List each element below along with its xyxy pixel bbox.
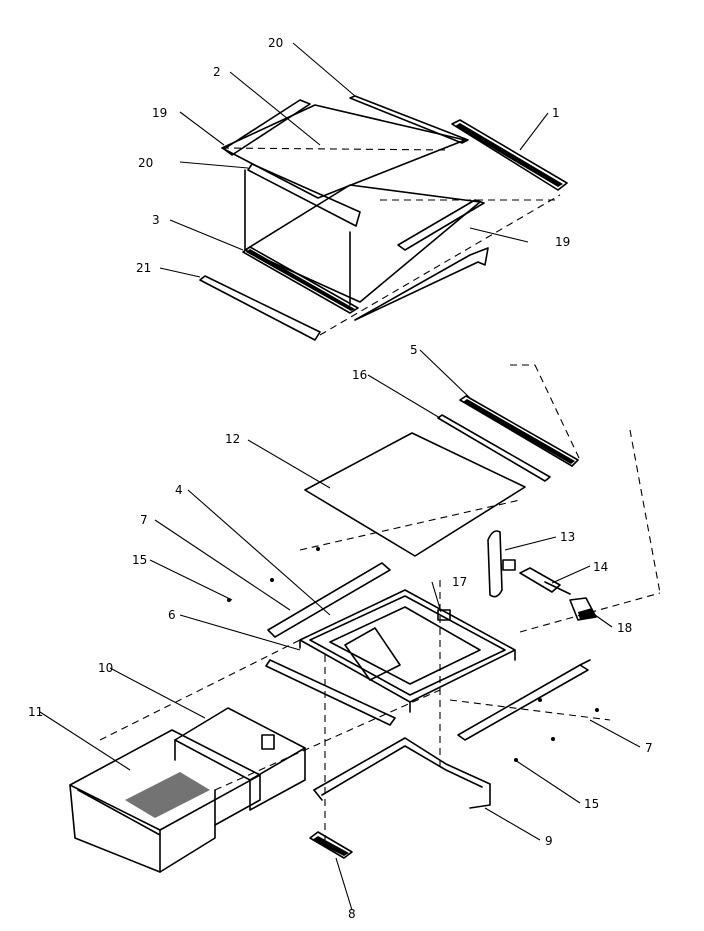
callout-20-mid: 20 [138,156,153,170]
damper-shaft-14 [519,567,571,595]
callout-7-right: 7 [645,741,653,755]
drawer-bracket-9 [313,737,491,809]
callout-3: 3 [152,213,160,227]
slide-8 [309,831,353,859]
glass-shelf-top [221,104,466,199]
callout-10: 10 [98,661,113,675]
upper-shelf-assembly [199,95,568,341]
shelf-support-bracket [354,247,489,321]
callout-4: 4 [175,483,183,497]
callout-1: 1 [552,106,560,120]
callout-6: 6 [168,608,176,622]
callout-5: 5 [410,343,418,357]
callout-15-right: 15 [584,797,599,811]
callout-15-left: 15 [132,553,147,567]
control-knob-13 [487,530,516,598]
callout-11: 11 [28,705,43,719]
trim-strip-16 [437,414,551,482]
callout-7-left: 7 [140,513,148,527]
callout-19-left: 19 [152,106,167,120]
front-bar-6 [265,659,396,726]
callouts: 20 2 19 20 3 21 1 19 5 16 12 4 7 15 6 10… [28,36,653,921]
callout-12: 12 [225,432,240,446]
drawer-grill [125,772,210,818]
trim-strip-19-left [223,99,311,156]
glass-shelf-lower [244,184,481,303]
crisper-frame-6 [299,589,516,713]
leader-lines [39,42,641,911]
screw-15-right [595,708,599,712]
callout-18: 18 [617,621,632,635]
callout-20-top: 20 [268,36,283,50]
front-trim-21 [199,275,321,341]
callout-8: 8 [348,907,356,921]
callout-19-right: 19 [555,235,570,249]
rear-rail-5 [459,395,579,467]
side-rail-7-right [457,664,589,741]
drawer-11 [69,729,261,873]
clip-17 [437,609,451,621]
trim-strip-20-mid [247,163,361,227]
callout-14: 14 [593,560,608,574]
crisper-cover-glass [304,432,526,557]
trim-strip-upper-right [349,95,469,144]
side-rail-7-left [267,562,391,638]
front-rail-3 [242,246,359,314]
trim-strip-19-right [397,199,485,251]
drawer-10 [174,707,306,811]
callout-13: 13 [560,530,575,544]
callout-16: 16 [352,368,367,382]
crisper-assembly [69,364,661,873]
callout-21: 21 [136,261,151,275]
callout-17: 17 [452,575,467,589]
callout-2: 2 [213,65,221,79]
rear-rail-upper [451,119,568,191]
damper-18 [569,597,597,621]
callout-9: 9 [545,834,553,848]
